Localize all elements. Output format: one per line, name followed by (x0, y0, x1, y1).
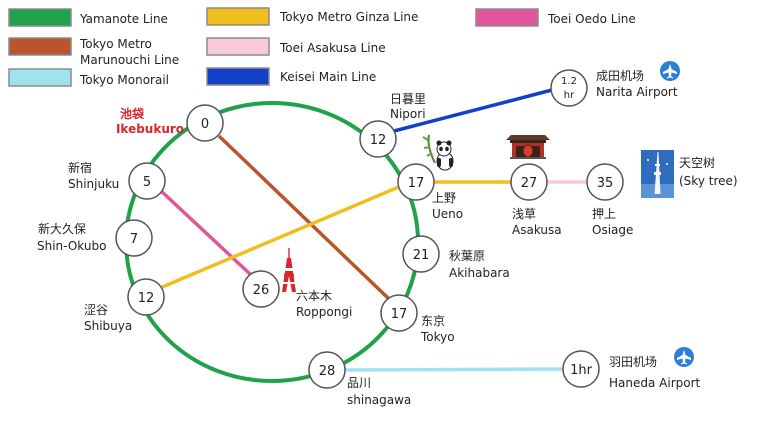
kaminarimon-gate-icon (506, 135, 550, 159)
station-asakusa[interactable]: 27 (510, 163, 548, 201)
legend-swatch-ginza (206, 7, 270, 26)
legend-label-yamanote: Yamanote Line (79, 12, 168, 26)
label-skytree-zh: 天空树 (679, 155, 715, 170)
legend-label-keisei: Keisei Main Line (280, 70, 376, 84)
station-shibuya-number: 12 (138, 291, 155, 306)
station-ikebukuro[interactable]: 0 (186, 104, 224, 142)
station-nippori-number: 12 (370, 133, 387, 148)
label-narita-en: Narita Airport (596, 85, 678, 99)
station-tokyo-number: 17 (391, 307, 408, 322)
label-ikebukuro-en: Ikebukuro (116, 122, 184, 136)
station-akihabara[interactable]: 21 (402, 235, 440, 273)
station-roppongi-number: 26 (253, 283, 270, 298)
ginza-line (159, 184, 402, 290)
label-akihabara-en: Akihabara (449, 266, 510, 280)
label-haneda-en: Haneda Airport (609, 376, 701, 390)
label-nippori-zh: 日暮里 (390, 92, 426, 106)
label-shinjuku-zh: 新宿 (68, 160, 92, 175)
legend-swatch-monorail (8, 68, 72, 87)
oedo-line (158, 188, 252, 276)
label-ikebukuro-zh: 池袋 (120, 106, 145, 121)
marunouchi-line (217, 134, 390, 300)
legend-label-marunouchi-2: Marunouchi Line (80, 53, 179, 67)
label-roppongi-zh: 六本木 (296, 289, 332, 303)
legend-label-monorail: Tokyo Monorail (79, 73, 169, 87)
station-nippori[interactable]: 12 (359, 120, 397, 158)
monorail-line (343, 367, 564, 372)
station-tokyo[interactable]: 17 (380, 294, 418, 332)
label-nippori-en: Nipori (390, 107, 426, 121)
label-shinokubo-zh: 新大久保 (38, 221, 86, 236)
legend-label-ginza: Tokyo Metro Ginza Line (279, 10, 418, 24)
station-haneda[interactable]: 1hr (562, 350, 600, 388)
station-shinagawa[interactable]: 28 (308, 351, 346, 389)
station-haneda-time: 1hr (570, 363, 593, 378)
station-shinokubo-number: 7 (130, 232, 138, 247)
label-shinjuku-en: Shinjuku (68, 177, 119, 191)
station-ueno-number: 17 (408, 176, 425, 191)
station-roppongi[interactable]: 26 (242, 270, 280, 308)
station-narita-time-2: hr (564, 90, 575, 101)
legend-label-oedo: Toei Oedo Line (547, 12, 636, 26)
label-oshiage-zh: 押上 (592, 207, 616, 221)
label-roppongi-en: Roppongi (296, 305, 352, 319)
haneda-airplane-icon (674, 347, 694, 367)
panda-icon (422, 134, 454, 171)
legend-swatch-asakusa (206, 37, 270, 56)
legend-swatch-marunouchi (8, 37, 72, 56)
label-shinokubo-en: Shin-Okubo (37, 239, 106, 253)
tokyo-skytree-icon (641, 150, 674, 198)
label-asakusa-en: Asakusa (512, 223, 562, 237)
label-shinagawa-en: shinagawa (347, 393, 411, 407)
legend-swatch-keisei (206, 67, 270, 86)
label-tokyo-zh: 东京 (421, 314, 445, 328)
station-shibuya[interactable]: 12 (127, 278, 165, 316)
tokyo-tower-icon (282, 248, 296, 292)
station-shinjuku-number: 5 (143, 175, 151, 190)
station-ueno[interactable]: 17 (397, 163, 435, 201)
label-haneda-zh: 羽田机场 (609, 355, 657, 369)
station-shinokubo[interactable]: 7 (115, 219, 153, 257)
station-oshiage[interactable]: 35 (586, 163, 624, 201)
station-shinagawa-number: 28 (319, 364, 336, 379)
label-shibuya-en: Shibuya (84, 319, 132, 333)
label-ueno-zh: 上野 (432, 191, 456, 205)
station-narita[interactable]: 1.2 hr (550, 69, 588, 107)
label-akihabara-zh: 秋葉原 (449, 249, 485, 263)
label-narita-zh: 成田机场 (596, 69, 644, 83)
station-ikebukuro-number: 0 (201, 117, 209, 132)
label-ueno-en: Ueno (432, 207, 463, 221)
legend-label-asakusa: Toei Asakusa Line (279, 41, 386, 55)
station-narita-time-1: 1.2 (561, 76, 577, 87)
legend-swatch-oedo (475, 8, 539, 27)
legend-label-marunouchi-1: Tokyo Metro (79, 37, 152, 51)
label-skytree-en: (Sky tree) (679, 174, 738, 188)
station-akihabara-number: 21 (413, 248, 430, 263)
label-asakusa-zh: 浅草 (512, 207, 536, 221)
label-shibuya-zh: 涩谷 (84, 302, 108, 317)
station-shinjuku[interactable]: 5 (128, 162, 166, 200)
label-shinagawa-zh: 品川 (347, 376, 371, 390)
station-oshiage-number: 35 (597, 176, 614, 191)
legend-swatch-yamanote (8, 8, 72, 27)
label-oshiage-en: Osiage (592, 223, 633, 237)
label-tokyo-en: Tokyo (420, 330, 455, 344)
station-asakusa-number: 27 (521, 176, 538, 191)
narita-airplane-icon (660, 61, 680, 81)
legend: Yamanote Line Tokyo Metro Marunouchi Lin… (8, 7, 636, 87)
keisei-line (393, 88, 553, 133)
